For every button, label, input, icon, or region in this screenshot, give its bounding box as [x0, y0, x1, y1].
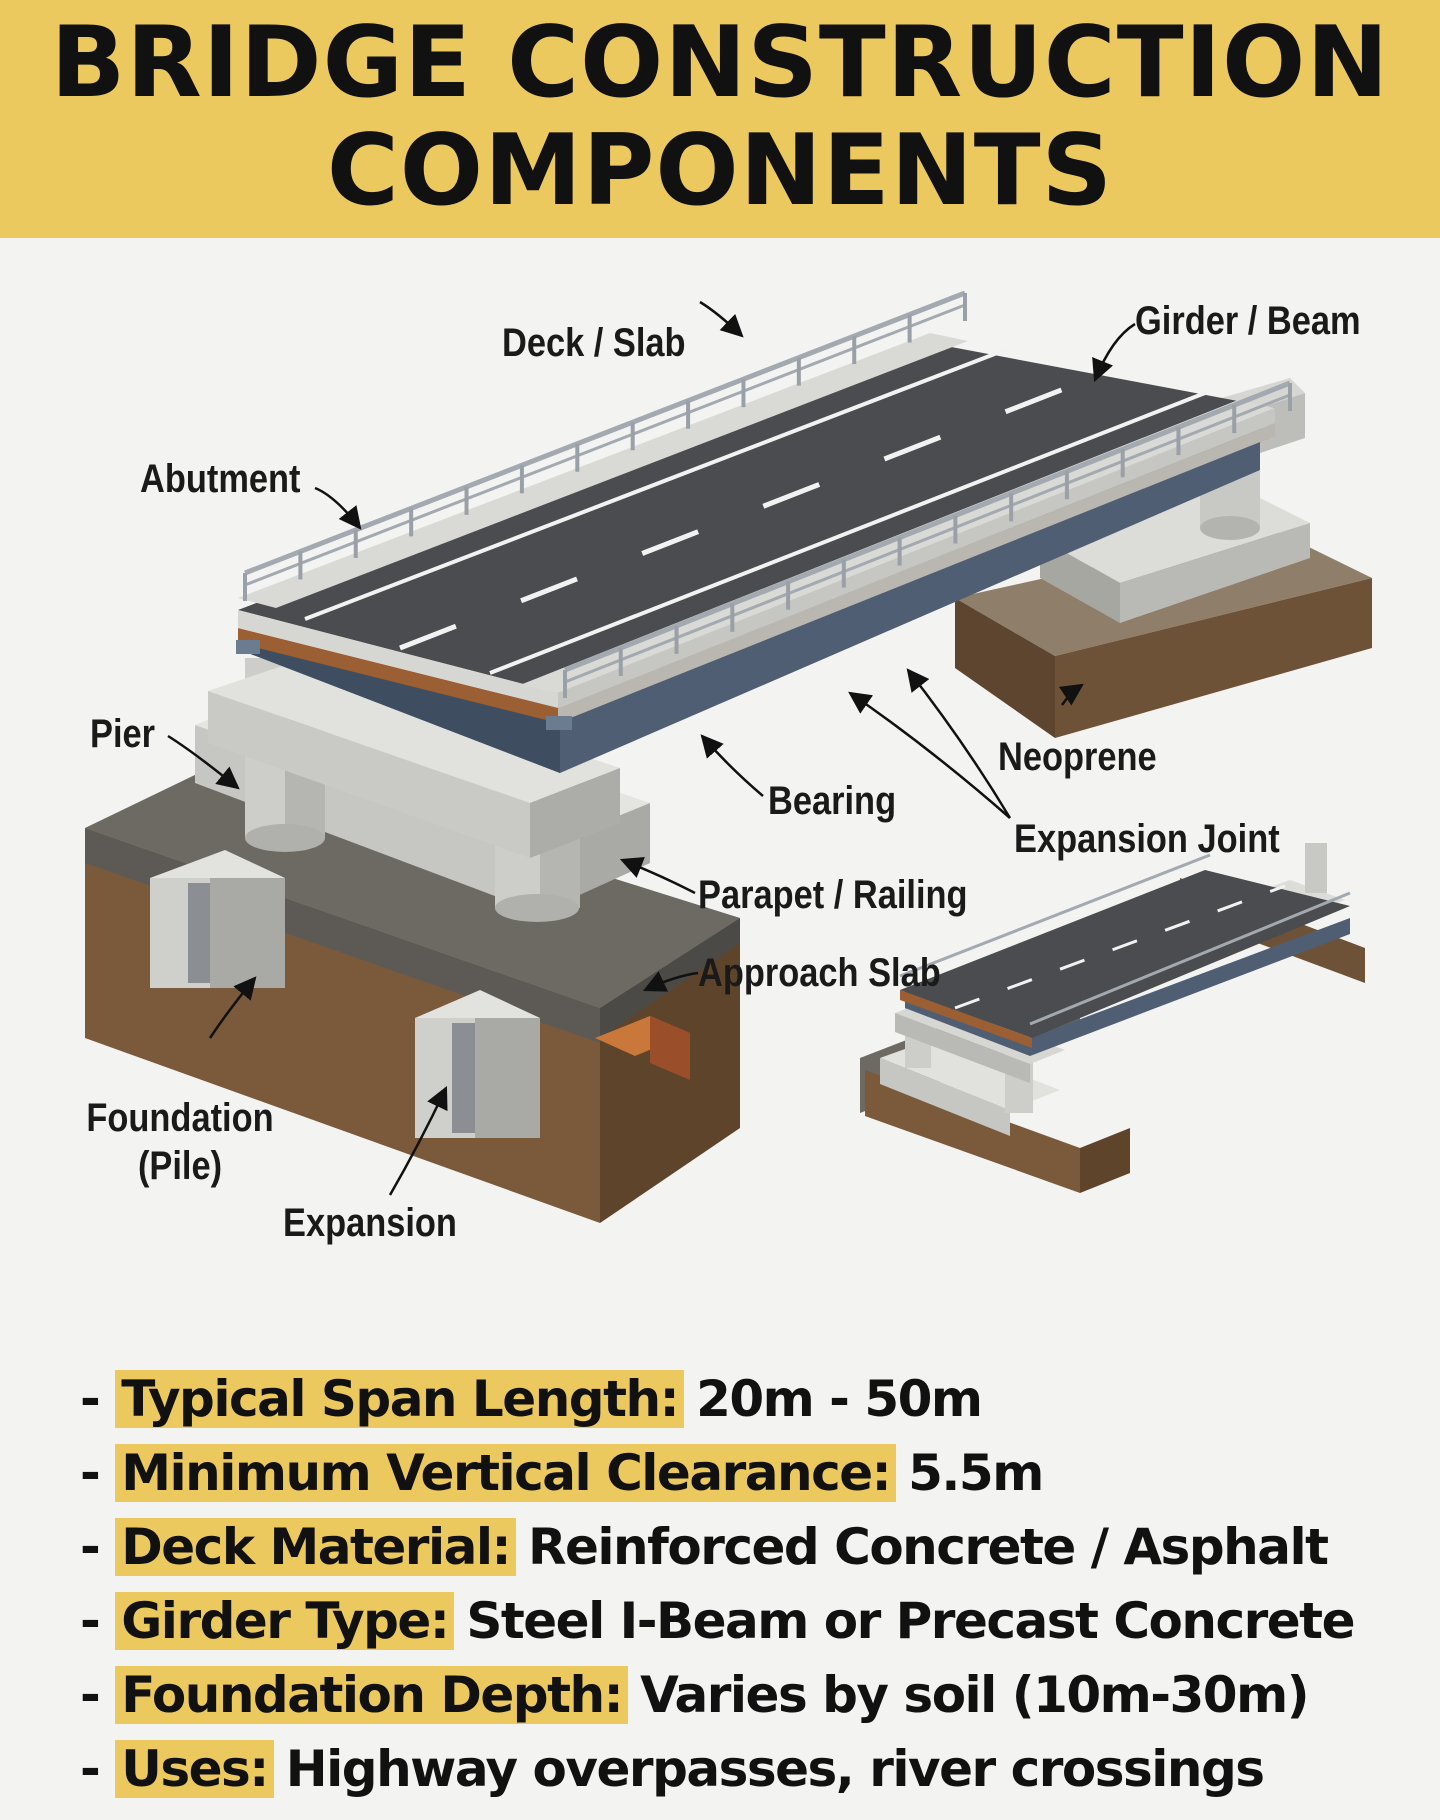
- deck-slab: [238, 333, 1275, 723]
- spec-key: Girder Type:: [115, 1592, 455, 1650]
- label-foundation-pile: (Pile): [137, 1144, 223, 1188]
- spec-row-clearance: - Minimum Vertical Clearance: 5.5m: [80, 1436, 1420, 1510]
- pier-leader: [167, 734, 240, 790]
- spec-key: Typical Span Length:: [115, 1370, 685, 1428]
- deck-leader: [699, 300, 744, 338]
- spec-key: Deck Material:: [115, 1518, 516, 1576]
- bullet-dash: -: [80, 1444, 101, 1502]
- bullet-dash: -: [80, 1592, 101, 1650]
- spec-value: Steel I-Beam or Precast Concrete: [466, 1592, 1355, 1650]
- label-girder-beam: Girder / Beam: [1135, 299, 1361, 343]
- spec-row-foundation-depth: - Foundation Depth: Varies by soil (10m-…: [80, 1658, 1420, 1732]
- parapet-railings: [244, 290, 1291, 684]
- label-parapet-railing: Parapet / Railing: [698, 873, 968, 917]
- foundation-leader: [208, 976, 257, 1039]
- spec-row-uses: - Uses: Highway overpasses, river crossi…: [80, 1732, 1420, 1806]
- spec-value: Highway overpasses, river crossings: [285, 1740, 1265, 1798]
- bullet-dash: -: [80, 1518, 101, 1576]
- label-deck-slab: Deck / Slab: [502, 321, 686, 365]
- railing-posts-near: [563, 383, 1292, 698]
- spec-row-girder-type: - Girder Type: Steel I-Beam or Precast C…: [80, 1584, 1420, 1658]
- spec-value: 5.5m: [908, 1444, 1044, 1502]
- expansion-joint-leader-1: [848, 691, 1011, 819]
- label-pier: Pier: [90, 712, 156, 756]
- railing-posts-far: [243, 293, 967, 601]
- spec-row-span: - Typical Span Length: 20m - 50m: [80, 1362, 1420, 1436]
- label-approach-slab: Approach Slab: [698, 951, 941, 995]
- spec-key: Foundation Depth:: [115, 1666, 629, 1724]
- main-bridge: [85, 290, 1372, 1223]
- spec-value: Varies by soil (10m-30m): [640, 1666, 1309, 1724]
- spec-key: Uses:: [115, 1740, 274, 1798]
- spec-value: 20m - 50m: [696, 1370, 983, 1428]
- foundation-piles: [150, 850, 690, 1138]
- spec-list: - Typical Span Length: 20m - 50m - Minim…: [80, 1362, 1420, 1806]
- bearings: [236, 640, 572, 730]
- label-abutment: Abutment: [140, 457, 301, 501]
- expansion-joint-leader-2: [906, 668, 1012, 819]
- spec-row-deck-material: - Deck Material: Reinforced Concrete / A…: [80, 1510, 1420, 1584]
- title-banner: BRIDGE CONSTRUCTION COMPONENTS: [0, 0, 1440, 238]
- overview-bridge: [860, 843, 1365, 1193]
- bullet-dash: -: [80, 1740, 101, 1798]
- neoprene-leader: [1058, 683, 1084, 706]
- bridge-illustration: [85, 290, 1372, 1223]
- spec-key: Minimum Vertical Clearance:: [115, 1444, 897, 1502]
- bearing-leader: [700, 734, 764, 797]
- label-bearing: Bearing: [768, 779, 897, 823]
- spec-value: Reinforced Concrete / Asphalt: [527, 1518, 1329, 1576]
- label-expansion: Expansion: [283, 1201, 457, 1245]
- bullet-dash: -: [80, 1666, 101, 1724]
- abutment-leader: [314, 486, 362, 530]
- parapet-leader: [619, 856, 696, 895]
- title-line-2: COMPONENTS: [326, 114, 1114, 228]
- title-line-1: BRIDGE CONSTRUCTION: [50, 6, 1390, 120]
- label-foundation: Foundation: [86, 1096, 274, 1140]
- leader-lines: [167, 300, 1136, 1196]
- label-neoprene: Neoprene: [998, 735, 1157, 779]
- girder-leader: [1092, 322, 1136, 383]
- label-expansion-joint: Expansion Joint: [1014, 817, 1280, 861]
- expansion-leader: [388, 1085, 448, 1196]
- bullet-dash: -: [80, 1370, 101, 1428]
- approach-slab-leader: [642, 971, 699, 992]
- pier-cap: [208, 660, 620, 858]
